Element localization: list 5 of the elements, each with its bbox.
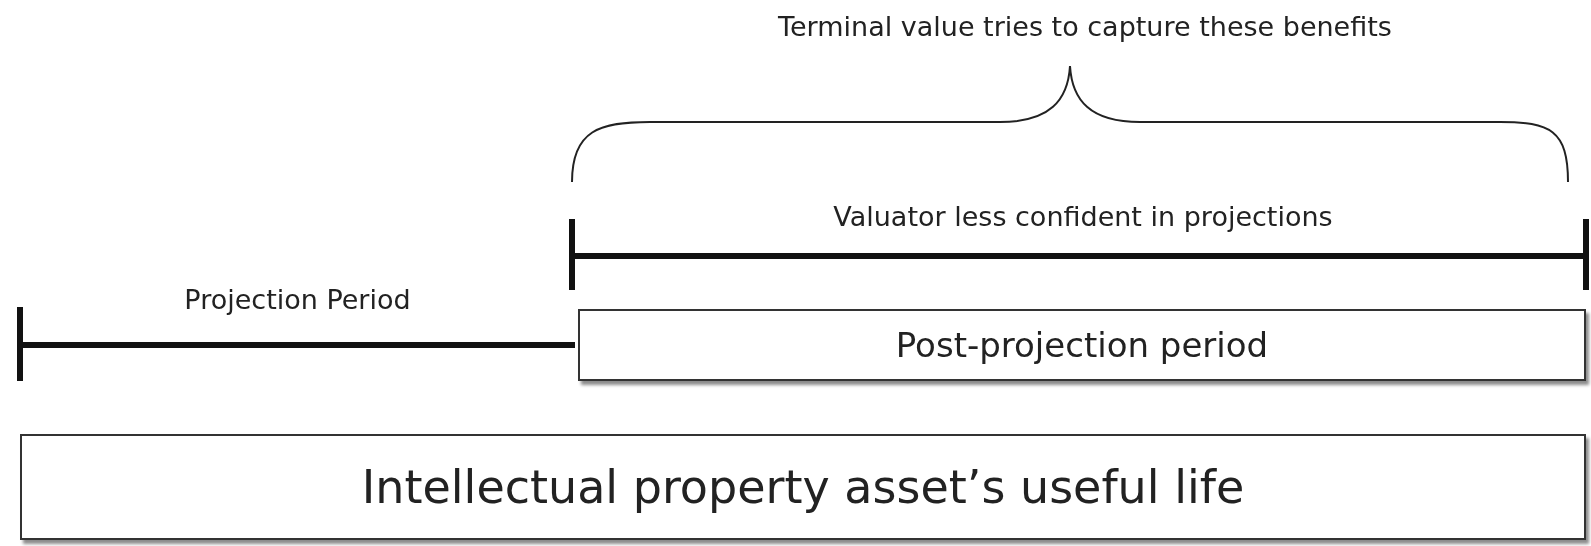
annotation-text: Valuator less confident in projections (832, 200, 1334, 234)
timeline-bar: Intellectual property asset’s useful life (20, 434, 1586, 540)
period-bar: Post-projection period (578, 309, 1586, 381)
annotation-text: Terminal value tries to capture these benefits (777, 10, 1393, 44)
annotation-text: Projection Period (183, 283, 412, 317)
